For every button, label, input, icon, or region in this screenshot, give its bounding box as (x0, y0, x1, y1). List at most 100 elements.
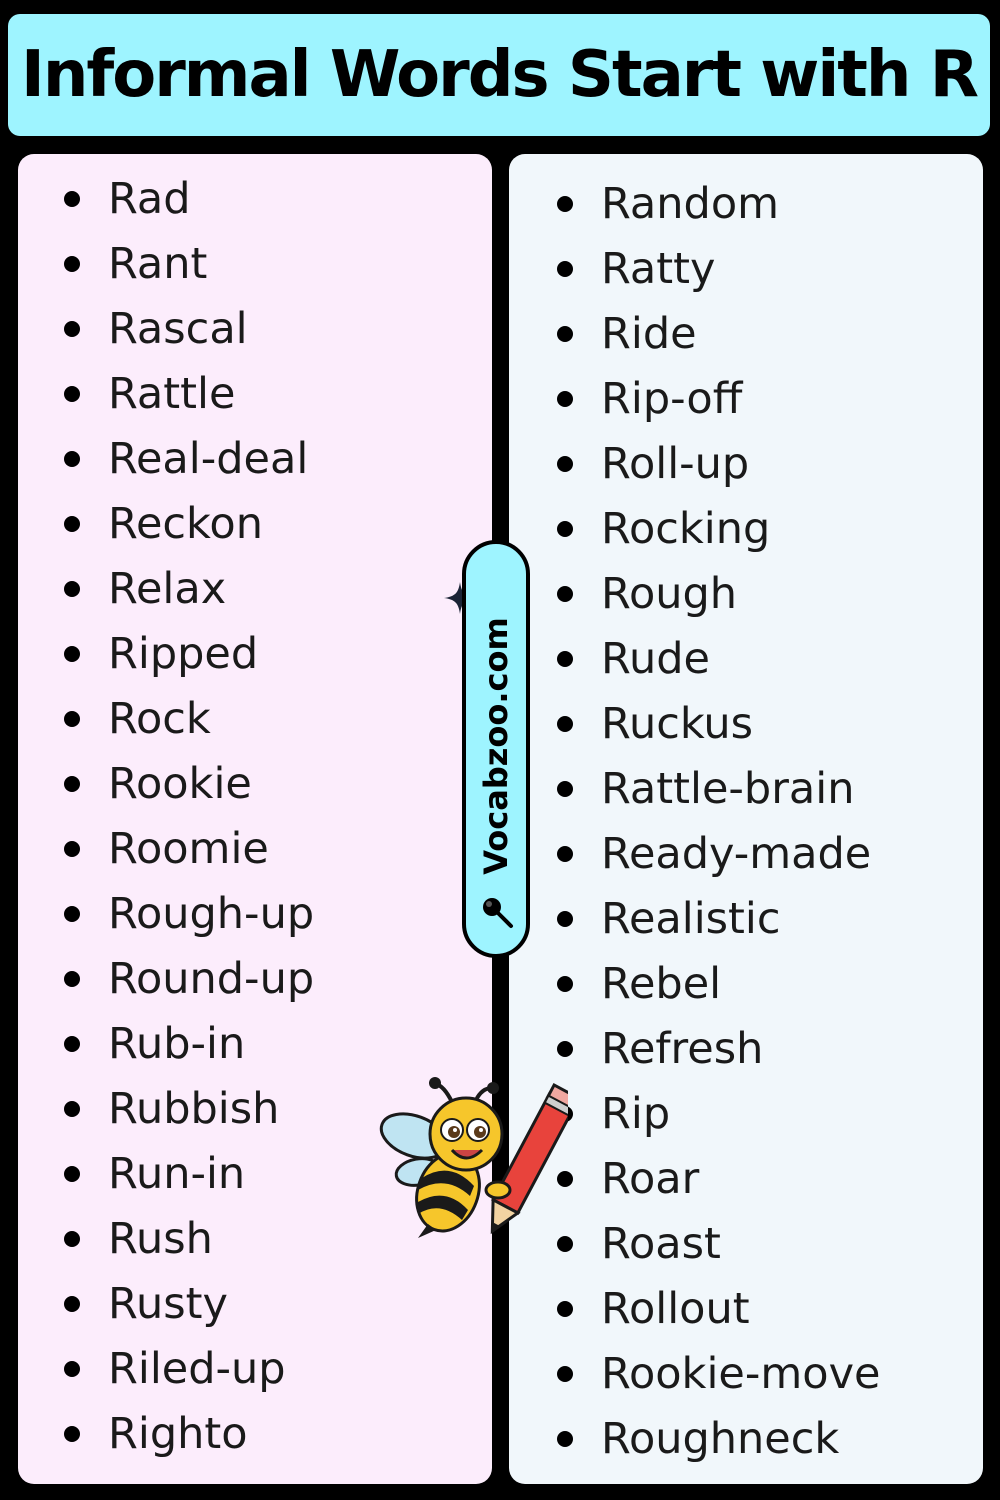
magnifier-icon (483, 898, 513, 928)
word-label: Rip-off (601, 373, 743, 424)
bee-mascot-icon (379, 1077, 568, 1238)
word-list-item: Rush (18, 1206, 492, 1271)
word-label: Rubbish (108, 1083, 280, 1134)
bullet-icon (64, 580, 80, 597)
bullet-icon (557, 260, 573, 277)
bullet-icon (557, 1040, 573, 1057)
word-label: Rub-in (108, 1018, 246, 1069)
word-list-item: Roll-up (509, 431, 983, 496)
word-label: Rough (601, 568, 738, 619)
bullet-icon (64, 840, 80, 857)
bullet-icon (557, 650, 573, 667)
word-list-item: Rascal (18, 296, 492, 361)
word-list-item: Righto (18, 1401, 492, 1466)
word-list-item: Refresh (509, 1016, 983, 1081)
word-label: Rattle (108, 368, 236, 419)
bullet-icon (64, 645, 80, 662)
word-list-item: Rub-in (18, 1011, 492, 1076)
word-label: Ripped (108, 628, 259, 679)
bullet-icon (557, 1430, 573, 1447)
word-label: Rock (108, 693, 211, 744)
word-list-item: Relax (18, 556, 492, 621)
word-label: Roll-up (601, 438, 750, 489)
bullet-icon (557, 585, 573, 602)
word-label: Rip (601, 1088, 671, 1139)
bullet-icon (64, 320, 80, 337)
word-list-item: Roughneck (509, 1406, 983, 1471)
word-list-item: Ready-made (509, 821, 983, 886)
word-list-item: Rattle (18, 361, 492, 426)
sparkle-icon (444, 582, 476, 614)
bullet-icon (64, 515, 80, 532)
word-list-item: Rubbish (18, 1076, 492, 1141)
word-label: Rough-up (108, 888, 315, 939)
word-list-item: Rad (18, 166, 492, 231)
bullet-icon (557, 520, 573, 537)
word-label: Righto (108, 1408, 248, 1459)
word-label: Riled-up (108, 1343, 286, 1394)
word-list-item: Realistic (509, 886, 983, 951)
word-list-item: Rude (509, 626, 983, 691)
bullet-icon (64, 1230, 80, 1247)
word-list-item: Rip (509, 1081, 983, 1146)
bullet-icon (557, 325, 573, 342)
bullet-icon (557, 975, 573, 992)
word-list-item: Roomie (18, 816, 492, 881)
word-list-item: Rollout (509, 1276, 983, 1341)
word-list-item: Ride (509, 301, 983, 366)
word-label: Relax (108, 563, 227, 614)
word-label: Roast (601, 1218, 721, 1269)
title-banner: Informal Words Start with R (8, 14, 990, 136)
word-label: Rollout (601, 1283, 750, 1334)
bullet-icon (64, 1360, 80, 1377)
bullet-icon (64, 710, 80, 727)
bullet-icon (64, 385, 80, 402)
word-list-item: Rant (18, 231, 492, 296)
word-label: Rocking (601, 503, 771, 554)
bullet-icon (557, 845, 573, 862)
word-list-item: Rookie (18, 751, 492, 816)
word-list-item: Rough-up (18, 881, 492, 946)
word-list-item: Rusty (18, 1271, 492, 1336)
word-list-item: Roar (509, 1146, 983, 1211)
page-title: Informal Words Start with R (21, 38, 979, 112)
bullet-icon (557, 1300, 573, 1317)
word-label: Rattle-brain (601, 763, 855, 814)
word-label: Random (601, 178, 780, 229)
word-list-item: Rock (18, 686, 492, 751)
bullet-icon (64, 1165, 80, 1182)
word-label: Rusty (108, 1278, 228, 1329)
bullet-icon (557, 1235, 573, 1252)
word-list-item: Real-deal (18, 426, 492, 491)
word-label: Real-deal (108, 433, 309, 484)
bullet-icon (64, 1425, 80, 1442)
bullet-icon (64, 190, 80, 207)
word-list-item: Rip-off (509, 366, 983, 431)
word-list-item: Ripped (18, 621, 492, 686)
word-label: Run-in (108, 1148, 246, 1199)
word-list-item: Rocking (509, 496, 983, 561)
bullet-icon (557, 780, 573, 797)
word-label: Rascal (108, 303, 248, 354)
word-label: Ruckus (601, 698, 754, 749)
word-list-item: Run-in (18, 1141, 492, 1206)
bullet-icon (557, 390, 573, 407)
bullet-icon (64, 775, 80, 792)
bullet-icon (557, 910, 573, 927)
word-label: Roomie (108, 823, 269, 874)
bullet-icon (64, 255, 80, 272)
word-label: Round-up (108, 953, 315, 1004)
word-list-item: Reckon (18, 491, 492, 556)
word-label: Rant (108, 238, 208, 289)
word-label: Ride (601, 308, 697, 359)
word-list-item: Round-up (18, 946, 492, 1011)
bullet-icon (557, 195, 573, 212)
word-list-item: Rebel (509, 951, 983, 1016)
word-label: Ready-made (601, 828, 872, 879)
bullet-icon (64, 1035, 80, 1052)
bullet-icon (64, 1100, 80, 1117)
